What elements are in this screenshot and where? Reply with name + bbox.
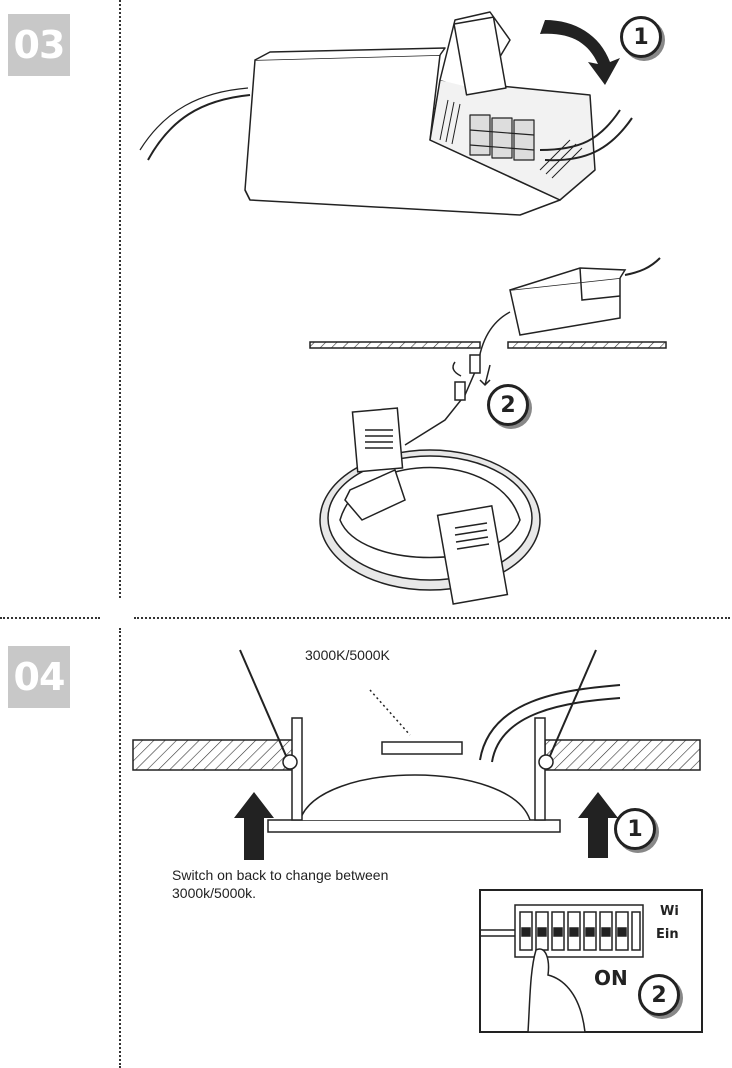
downlight-fixture xyxy=(319,407,541,605)
marker-1: 1 xyxy=(620,16,662,58)
switch-on-label: ON xyxy=(594,966,628,990)
marker-2: 2 xyxy=(638,974,680,1016)
divider-vertical-bottom xyxy=(119,628,121,1068)
marker-1: 1 xyxy=(614,808,656,850)
divider-horizontal-right xyxy=(134,617,730,619)
divider-horizontal-left xyxy=(0,617,100,619)
driver-small xyxy=(404,257,661,446)
up-arrow-right xyxy=(578,792,618,858)
driver-box-open xyxy=(139,11,633,216)
divider-vertical-top xyxy=(119,0,121,598)
up-arrow-left xyxy=(234,792,274,860)
ceiling-line xyxy=(309,341,667,349)
step-number-badge: 03 xyxy=(8,14,70,76)
rotate-arrow xyxy=(540,20,620,85)
switch-label-ein: Ein xyxy=(656,927,679,942)
downlight-side xyxy=(239,649,621,833)
color-temp-label: 3000K/5000K xyxy=(305,647,390,663)
marker-2: 2 xyxy=(487,384,529,426)
instruction-caption: Switch on back to change between 3000k/5… xyxy=(172,867,389,901)
step-number-badge: 04 xyxy=(8,646,70,708)
switch-panel xyxy=(479,889,703,1033)
switch-label-wi: Wi xyxy=(660,904,679,919)
